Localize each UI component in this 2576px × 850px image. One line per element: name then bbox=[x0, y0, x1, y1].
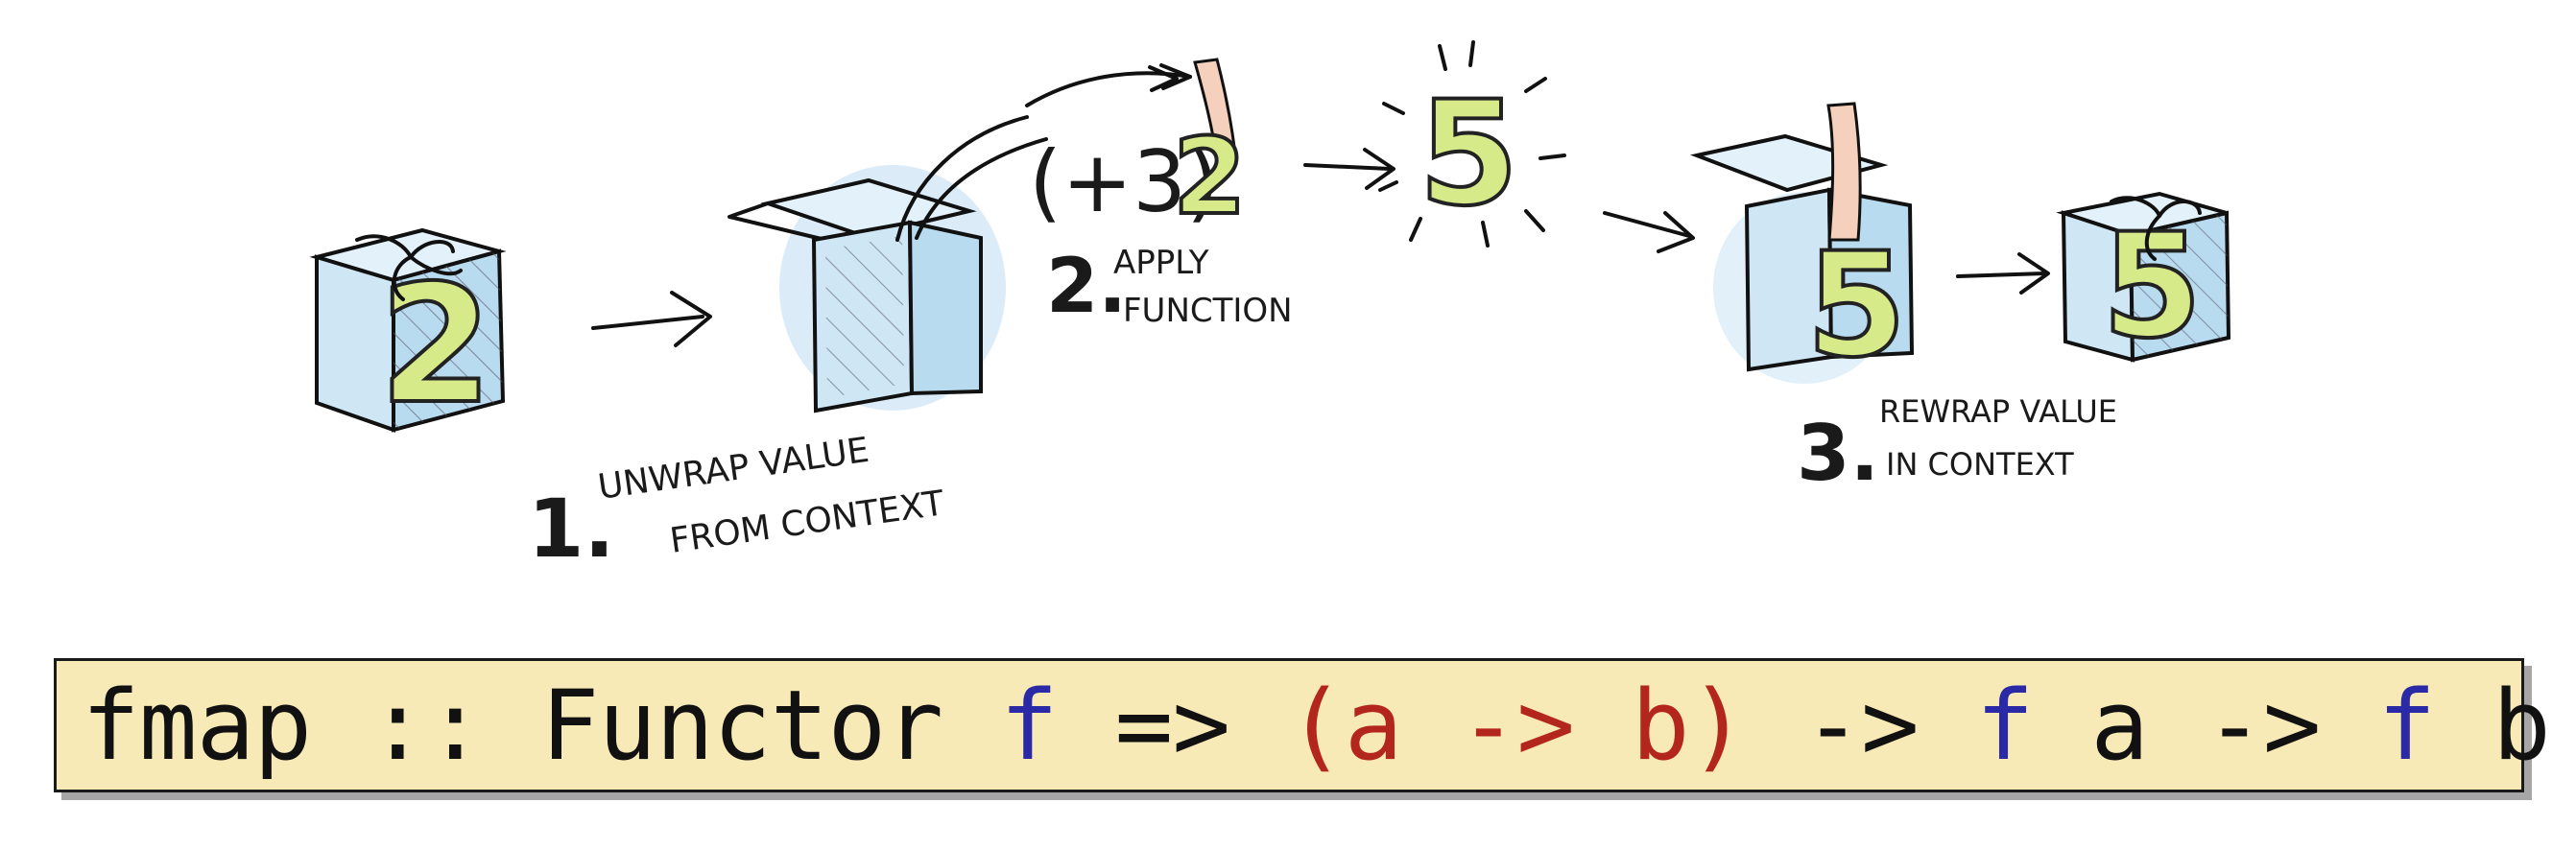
step-1-line2: FROM CONTEXT bbox=[668, 484, 948, 561]
step-3-line1: REWRAP VALUE bbox=[1879, 393, 2117, 430]
wrapped-value-box: 2 bbox=[309, 227, 507, 442]
rewrap-box: 5 bbox=[1690, 102, 1915, 391]
arrow-4 bbox=[1956, 252, 2050, 295]
result-digit: 5 bbox=[1419, 71, 1518, 238]
signature-token: a -> bbox=[2033, 669, 2378, 782]
arrow-3 bbox=[1603, 211, 1695, 253]
open-box bbox=[727, 115, 1048, 413]
signature-token: b bbox=[2435, 669, 2551, 782]
ribbon-bow-icon-2 bbox=[2110, 196, 2202, 261]
result-value: 5 bbox=[1378, 40, 1566, 248]
hand-icon bbox=[1193, 58, 1238, 165]
arrow-1 bbox=[591, 291, 712, 347]
step-2-line1: APPLY bbox=[1113, 244, 1209, 282]
function-label: (+3) bbox=[1029, 132, 1219, 231]
sparkle-icon bbox=[1378, 40, 1566, 248]
apply-function: (+3) 2 2. APPLY FUNCTION bbox=[1025, 58, 1293, 330]
signature-token: f bbox=[999, 669, 1059, 782]
hand-icon-2 bbox=[1826, 102, 1862, 242]
function-input-digit: 2 bbox=[1173, 115, 1247, 238]
signature-token: -> bbox=[1746, 669, 1976, 782]
ribbon-bow-icon bbox=[355, 234, 463, 301]
step-1-number: 1. bbox=[528, 482, 614, 576]
wrapped-result-box: 5 bbox=[2056, 191, 2231, 372]
input-digit: 2 bbox=[379, 250, 492, 440]
output-digit: 5 bbox=[2102, 203, 2202, 370]
type-signature: fmap :: Functor f => (a -> b) -> f a -> … bbox=[54, 658, 2551, 792]
signature-token: f bbox=[1975, 669, 2035, 782]
step-2-line2: FUNCTION bbox=[1123, 292, 1293, 330]
rewrap-digit: 5 bbox=[1806, 223, 1906, 390]
step-1-label: 1. UNWRAP VALUE FROM CONTEXT bbox=[528, 431, 947, 576]
step-3-label: 3. REWRAP VALUE IN CONTEXT bbox=[1797, 393, 2117, 498]
step-2-number: 2. bbox=[1046, 244, 1127, 330]
signature-token: fmap :: Functor bbox=[82, 669, 1000, 782]
signature-token: f bbox=[2377, 669, 2436, 782]
step-3-number: 3. bbox=[1797, 409, 1879, 498]
signature-token: => bbox=[1057, 669, 1287, 782]
step-3-line2: IN CONTEXT bbox=[1886, 446, 2074, 483]
arrow-2 bbox=[1303, 148, 1395, 190]
signature-token: (a -> b) bbox=[1286, 669, 1747, 782]
step-1-line1: UNWRAP VALUE bbox=[596, 431, 871, 508]
